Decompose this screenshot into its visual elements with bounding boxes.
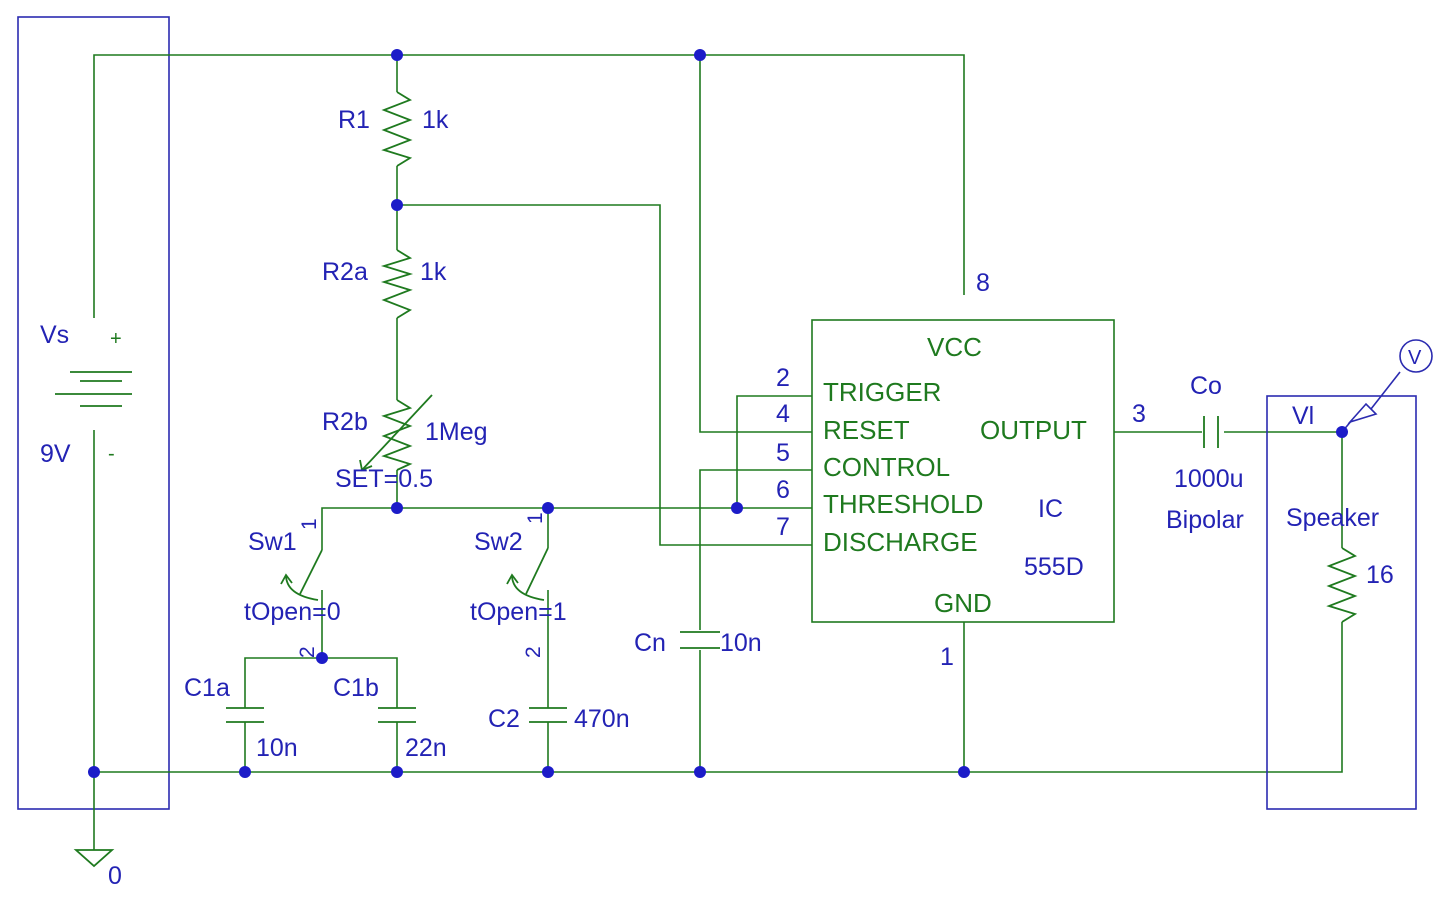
ic-part: 555D bbox=[1024, 553, 1084, 581]
ic-vcc-label: VCC bbox=[927, 332, 982, 362]
ic-gnd-label: GND bbox=[934, 588, 992, 618]
resistor-r2b bbox=[381, 399, 413, 471]
junction-dots bbox=[88, 49, 1348, 778]
ic-pin3-number: 3 bbox=[1132, 400, 1146, 428]
c1a-name: C1a bbox=[184, 674, 230, 702]
capacitor-c2 bbox=[529, 707, 567, 723]
ground-symbol bbox=[73, 849, 115, 868]
r1-name: R1 bbox=[338, 106, 370, 134]
r2b-name: R2b bbox=[322, 408, 368, 436]
sw1-param: tOpen=0 bbox=[244, 598, 341, 626]
r1-value: 1k bbox=[422, 106, 449, 134]
ic-name: IC bbox=[1038, 495, 1063, 523]
sw2-pin2: 2 bbox=[522, 646, 545, 658]
sw1-pin1: 1 bbox=[298, 518, 321, 530]
c2-value: 470n bbox=[574, 705, 630, 733]
ic-pin2-number: 2 bbox=[776, 364, 790, 392]
capacitor-co bbox=[1203, 416, 1219, 448]
ic-threshold-label: THRESHOLD bbox=[823, 489, 983, 519]
speaker-value: 16 bbox=[1366, 561, 1394, 589]
battery-plus: + bbox=[110, 328, 122, 350]
c1b-value: 22n bbox=[405, 734, 447, 762]
resistor-r2a bbox=[380, 249, 414, 319]
ground-label: 0 bbox=[108, 862, 122, 890]
battery-vs bbox=[55, 371, 132, 407]
co-value: 1000u bbox=[1174, 465, 1244, 493]
sw1-pin2: 2 bbox=[296, 646, 319, 658]
ic-trigger-label: TRIGGER bbox=[823, 377, 941, 407]
potentiometer-arrow bbox=[361, 394, 433, 471]
potentiometer-arrowhead bbox=[359, 459, 373, 472]
sw2-name: Sw2 bbox=[474, 528, 523, 556]
ic-pin4-number: 4 bbox=[776, 400, 790, 428]
battery-minus: - bbox=[108, 443, 115, 465]
resistor-r1 bbox=[381, 91, 413, 167]
c1b-name: C1b bbox=[333, 674, 379, 702]
ic-reset-label: RESET bbox=[823, 415, 910, 445]
co-type: Bipolar bbox=[1166, 506, 1244, 534]
ic-control-label: CONTROL bbox=[823, 452, 950, 482]
resistor-speaker bbox=[1326, 547, 1358, 623]
cn-value: 10n bbox=[720, 629, 762, 657]
ic-pin7-number: 7 bbox=[776, 513, 790, 541]
sw1-name: Sw1 bbox=[248, 528, 297, 556]
speaker-name: Speaker bbox=[1286, 504, 1379, 532]
r2a-value: 1k bbox=[420, 258, 447, 286]
ic-pin5-number: 5 bbox=[776, 439, 790, 467]
capacitor-cn bbox=[680, 631, 720, 649]
r2b-set: SET=0.5 bbox=[335, 465, 433, 493]
voltage-probe-label: V bbox=[1408, 347, 1422, 369]
ic-output-label: OUTPUT bbox=[980, 415, 1087, 445]
r2b-value: 1Meg bbox=[425, 418, 488, 446]
switch-sw1 bbox=[280, 549, 323, 601]
cn-name: Cn bbox=[634, 629, 666, 657]
co-name: Co bbox=[1190, 372, 1222, 400]
r2a-name: R2a bbox=[322, 258, 368, 286]
speaker-node-label: Vl bbox=[1292, 402, 1314, 430]
c2-name: C2 bbox=[488, 705, 520, 733]
ic-pin6-number: 6 bbox=[776, 476, 790, 504]
battery-value: 9V bbox=[40, 440, 71, 468]
speaker-block-outline bbox=[1266, 395, 1417, 810]
sw2-param: tOpen=1 bbox=[470, 598, 567, 626]
ic-pin1-number: 1 bbox=[940, 643, 954, 671]
capacitor-c1b bbox=[378, 707, 416, 723]
wires bbox=[93, 54, 1343, 850]
ic-pin8-number: 8 bbox=[976, 269, 990, 297]
ic-discharge-label: DISCHARGE bbox=[823, 527, 978, 557]
ic-555-body bbox=[811, 319, 1115, 623]
sw2-pin1: 1 bbox=[524, 512, 547, 524]
capacitor-c1a bbox=[226, 707, 264, 723]
switch-sw2 bbox=[506, 547, 549, 601]
battery-name: Vs bbox=[40, 321, 69, 349]
c1a-value: 10n bbox=[256, 734, 298, 762]
